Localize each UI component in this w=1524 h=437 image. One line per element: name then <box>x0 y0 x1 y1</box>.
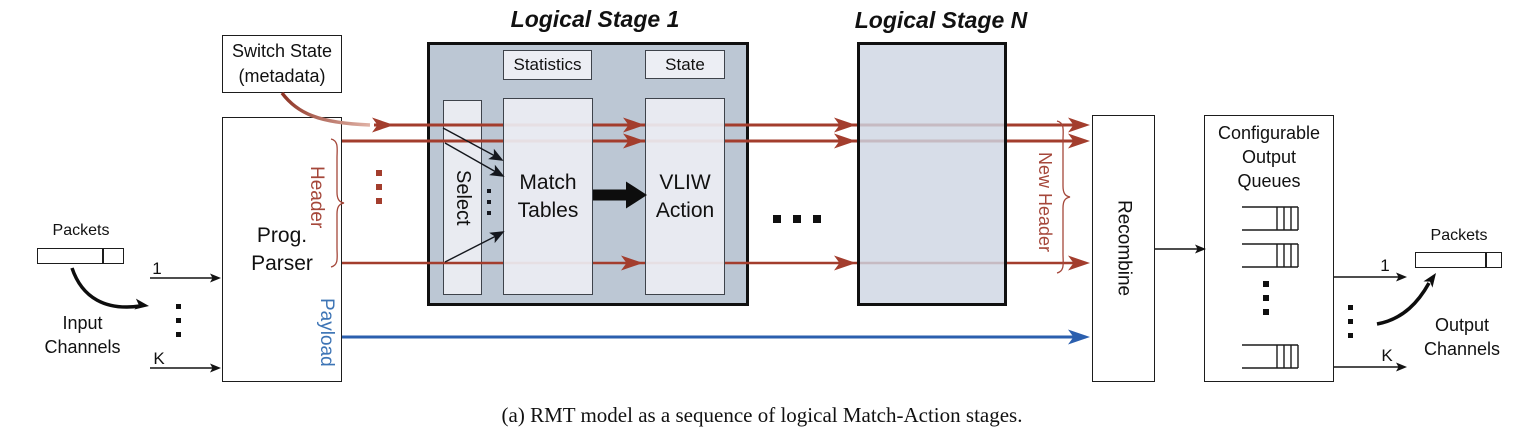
input-channel-k-label: K <box>153 349 165 368</box>
new-header-label: New Header <box>1035 151 1055 253</box>
select-box: Select <box>443 100 482 295</box>
state-box: State <box>645 50 725 79</box>
input-channel-1-label: 1 <box>152 259 162 278</box>
packet-rect-divider <box>1485 253 1487 267</box>
header-label: Header <box>306 166 327 229</box>
packets-label-input: Packets <box>52 222 110 239</box>
recombine-label: Recombine <box>1113 200 1135 297</box>
output-channel-1-label: 1 <box>1380 256 1390 275</box>
logical-stage-1-title: Logical Stage 1 <box>510 6 680 32</box>
state-label: State <box>665 54 705 74</box>
logical-stage-n-title: Logical Stage N <box>854 7 1028 33</box>
logical-stage-n-box <box>857 42 1007 306</box>
output-queues-label-line1: Configurable <box>1217 123 1321 143</box>
output-channel-k-label: K <box>1381 346 1393 365</box>
output-queues-label-line2: Output <box>1241 147 1297 167</box>
packet-rect-divider <box>102 249 104 263</box>
packet-rect-output <box>1415 252 1502 268</box>
parser-label-line2: Parser <box>251 252 313 275</box>
input-channels-label: Input Channels <box>30 311 135 359</box>
match-tables-box: Match Tables <box>503 98 593 295</box>
input-channels-line1: Input <box>62 313 103 333</box>
output-channels-line2: Channels <box>1423 339 1501 359</box>
payload-label: Payload <box>316 298 337 367</box>
output-channels-label: Output Channels <box>1410 313 1514 361</box>
vliw-action-label-line1: VLIW <box>659 170 711 194</box>
packets-label-output: Packets <box>1430 227 1488 244</box>
recombine-box: Recombine <box>1092 115 1155 382</box>
switch-state-box: Switch State (metadata) <box>222 35 342 93</box>
switch-state-line1: Switch State <box>231 41 333 61</box>
output-queues-box: Configurable Output Queues <box>1204 115 1334 382</box>
payload-arrowhead <box>1068 329 1090 345</box>
recombine-to-queues-arrow <box>1155 244 1206 254</box>
parser-label-line1: Prog. <box>256 224 308 247</box>
output-channel-arrows <box>1334 272 1407 372</box>
output-channels-line1: Output <box>1434 315 1490 335</box>
switch-state-line2: (metadata) <box>238 66 326 86</box>
packet-rect-input <box>37 248 124 264</box>
match-tables-label-line2: Tables <box>517 198 579 222</box>
prog-parser-box: Prog. Parser Header Payload <box>222 117 342 382</box>
select-label: Select <box>452 169 474 226</box>
statistics-label: Statistics <box>513 55 582 74</box>
vliw-action-box: VLIW Action <box>645 98 725 295</box>
statistics-box: Statistics <box>503 50 592 80</box>
figure-caption: (a) RMT model as a sequence of logical M… <box>501 403 1023 427</box>
output-queues-label-line3: Queues <box>1237 171 1301 191</box>
new-header-brace <box>1056 120 1071 274</box>
vliw-action-label-line2: Action <box>655 198 715 222</box>
input-channels-line2: Channels <box>44 337 121 357</box>
match-tables-label-line1: Match <box>519 170 577 194</box>
